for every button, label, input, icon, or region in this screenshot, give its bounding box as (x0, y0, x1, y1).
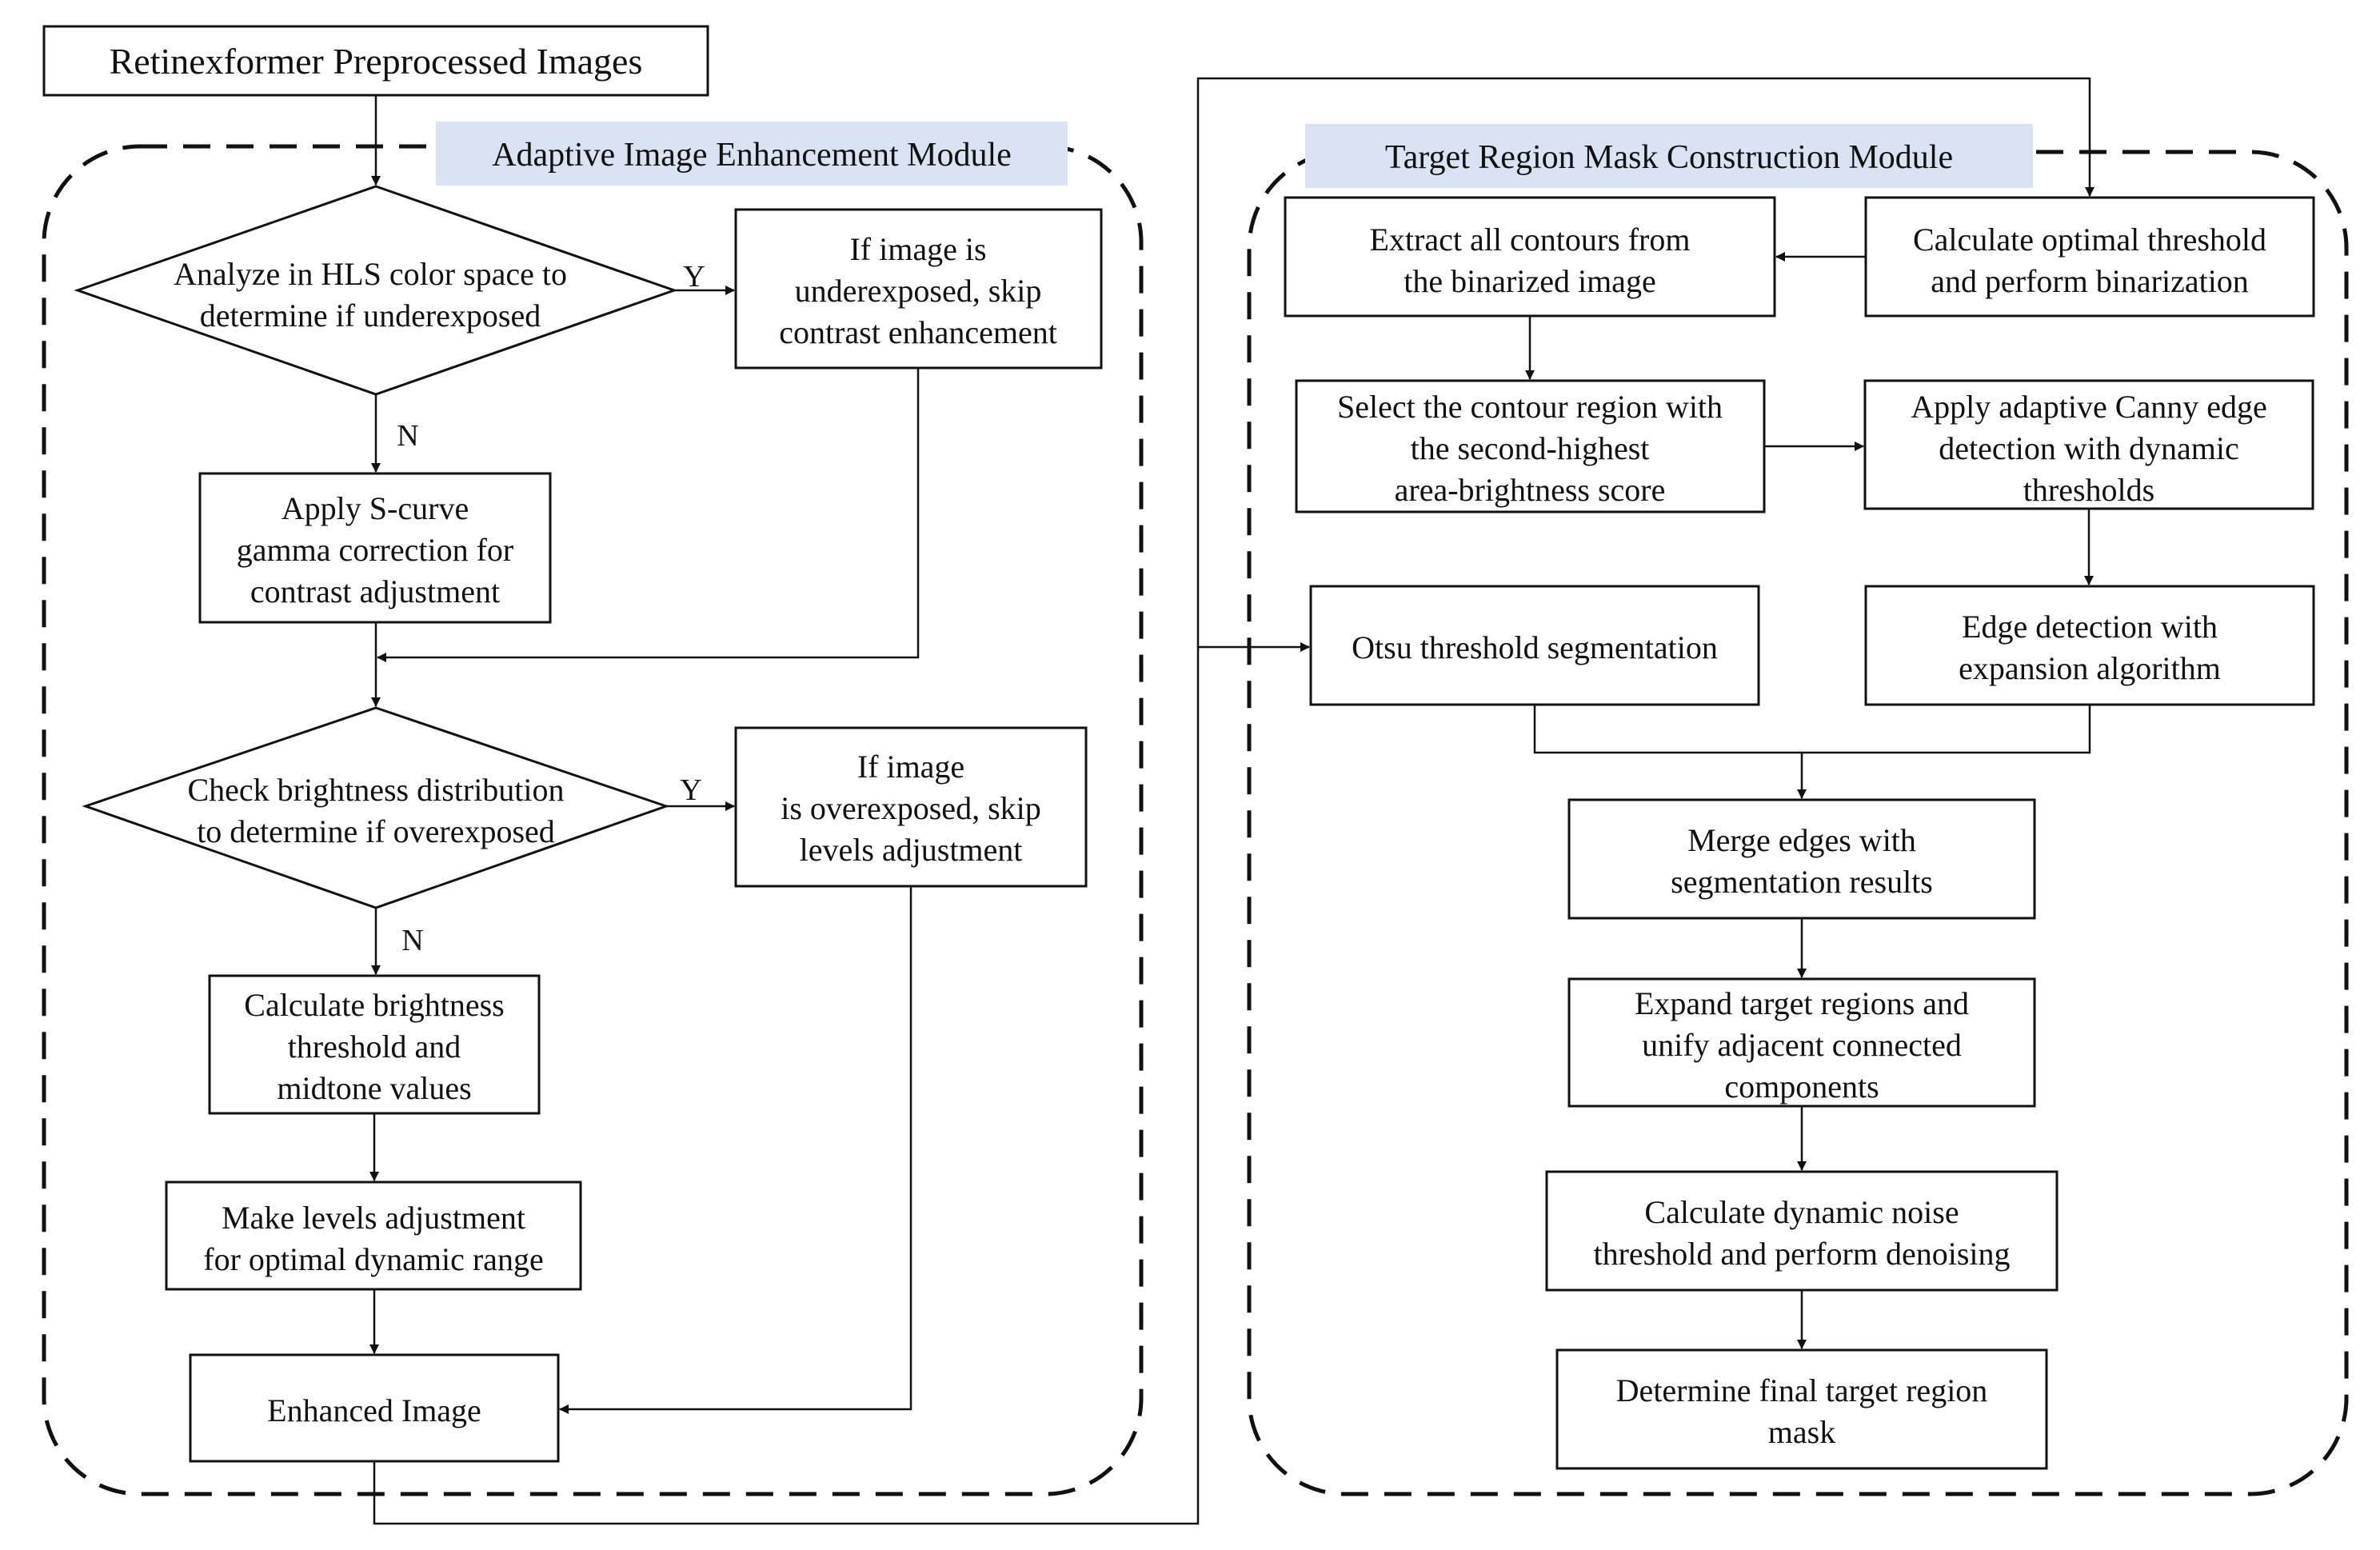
text-line: threshold and perform denoising (1594, 1236, 2011, 1272)
otsu-box (1309, 585, 1760, 706)
skip-levels-text: If image is overexposed, skip levels adjus… (781, 749, 1041, 868)
text-line: mask (1768, 1414, 1835, 1450)
text-line: contrast adjustment (250, 573, 500, 609)
text-line: Apply S-curve (282, 490, 469, 526)
overexposed-decision (82, 706, 670, 909)
canny-text: Apply adaptive Canny edge detection with … (1911, 389, 2266, 508)
text-line: If image is (849, 231, 986, 267)
s-curve-box (198, 472, 552, 624)
enhanced-image-text: Enhanced Image (267, 1392, 481, 1428)
expand-box (1567, 977, 2036, 1108)
skip-contrast-box (734, 208, 1103, 370)
text-line: to determine if overexposed (197, 813, 555, 849)
text-line: contrast enhancement (779, 314, 1057, 350)
yes-label-2: Y (680, 773, 701, 807)
text-line: Apply adaptive Canny edge (1911, 389, 2266, 425)
text-line: Otsu threshold segmentation (1352, 629, 1718, 665)
overexposed-decision-text: Check brightness distribution to determin… (187, 772, 564, 849)
text-line: determine if underexposed (200, 298, 541, 334)
extract-contours-text: Extract all contours from the binarized i… (1370, 222, 1691, 299)
left-module-label: Adaptive Image Enhancement Module (492, 137, 1012, 174)
denoise-text: Calculate dynamic noise threshold and per… (1594, 1194, 2011, 1272)
edge-detection-box (1864, 585, 2315, 706)
text-line: area-brightness score (1395, 472, 1666, 508)
levels-adjustment-text: Make levels adjustment for optimal dynami… (203, 1200, 543, 1277)
text-line: Extract all contours from (1370, 222, 1691, 258)
skip-levels-box (734, 726, 1088, 888)
final-mask-box (1555, 1348, 2048, 1470)
otsu-text: Otsu threshold segmentation (1352, 629, 1718, 665)
text-line: Determine final target region (1616, 1372, 1988, 1408)
merge-box (1567, 798, 2036, 920)
text-line: Make levels adjustment (222, 1200, 525, 1236)
text-line: levels adjustment (800, 832, 1023, 868)
left-module-label-bg (436, 122, 1068, 186)
right-module-label-bg (1305, 124, 2033, 188)
arrow-skip-contrast-merge (377, 368, 920, 662)
text-line: detection with dynamic (1939, 430, 2238, 466)
edge-detection-text: Edge detection with expansion algorithm (1959, 609, 2221, 686)
text-line: unify adjacent connected (1642, 1027, 1962, 1063)
underexposed-decision-text: Analyze in HLS color space to determine i… (174, 256, 567, 334)
no-label-1: N (397, 419, 418, 453)
no-label-2: N (401, 924, 423, 957)
text-line: Merge edges with (1687, 822, 1916, 858)
select-contour-text: Select the contour region with the second… (1337, 389, 1723, 508)
text-line: threshold and (288, 1029, 461, 1065)
text-line: Select the contour region with (1337, 389, 1723, 425)
text-line: Analyze in HLS color space to (174, 256, 567, 292)
text-line: and perform binarization (1931, 263, 2249, 299)
text-line: thresholds (2023, 472, 2154, 508)
denoise-box (1545, 1170, 2059, 1292)
text-line: Check brightness distribution (187, 772, 564, 808)
merge-text: Merge edges with segmentation results (1671, 822, 1933, 900)
yes-label-1: Y (683, 260, 705, 294)
brightness-threshold-box (208, 974, 541, 1115)
line-otsu-join (1533, 705, 2091, 754)
text-line: Calculate dynamic noise (1644, 1194, 1959, 1230)
text-line: for optimal dynamic range (203, 1241, 543, 1277)
text-line: segmentation results (1671, 864, 1933, 900)
text-line: gamma correction for (237, 532, 514, 568)
skip-contrast-text: If image is underexposed, skip contrast en… (779, 231, 1057, 350)
right-module-label: Target Region Mask Construction Module (1385, 139, 1953, 176)
optimal-threshold-box (1864, 196, 2315, 318)
text-line: the second-highest (1411, 430, 1650, 466)
brightness-threshold-text: Calculate brightness threshold and midtone… (244, 987, 504, 1106)
text-line: the binarized image (1404, 263, 1655, 299)
levels-adjustment-box (165, 1180, 582, 1291)
expand-text: Expand target regions and unify adjacent … (1635, 985, 1969, 1105)
final-mask-text: Determine final target region mask (1616, 1372, 1988, 1450)
arrow-enhanced-to-otsu (373, 642, 1310, 1525)
text-line: Calculate brightness (244, 987, 504, 1023)
title-box (42, 25, 709, 97)
text-line: Edge detection with (1962, 609, 2218, 645)
text-line: underexposed, skip (795, 273, 1042, 309)
text-line: is overexposed, skip (781, 790, 1041, 826)
arrow-skip-levels-to-enhanced (559, 886, 912, 1414)
text-line: Expand target regions and (1635, 985, 1969, 1021)
text-line: Enhanced Image (267, 1392, 481, 1428)
s-curve-text: Apply S-curve gamma correction for contras… (237, 490, 514, 609)
text-line: expansion algorithm (1959, 650, 2221, 686)
text-line: Calculate optimal threshold (1913, 222, 2266, 258)
text-line: components (1724, 1069, 1879, 1105)
text-line: If image (857, 749, 964, 785)
canny-box (1863, 379, 2314, 510)
text-line: midtone values (277, 1070, 471, 1106)
arrow-enhanced-to-threshold (1196, 77, 2094, 647)
optimal-threshold-text: Calculate optimal threshold and perform b… (1913, 222, 2266, 299)
title-text: Retinexformer Preprocessed Images (110, 41, 643, 82)
extract-contours-box (1284, 196, 1776, 318)
